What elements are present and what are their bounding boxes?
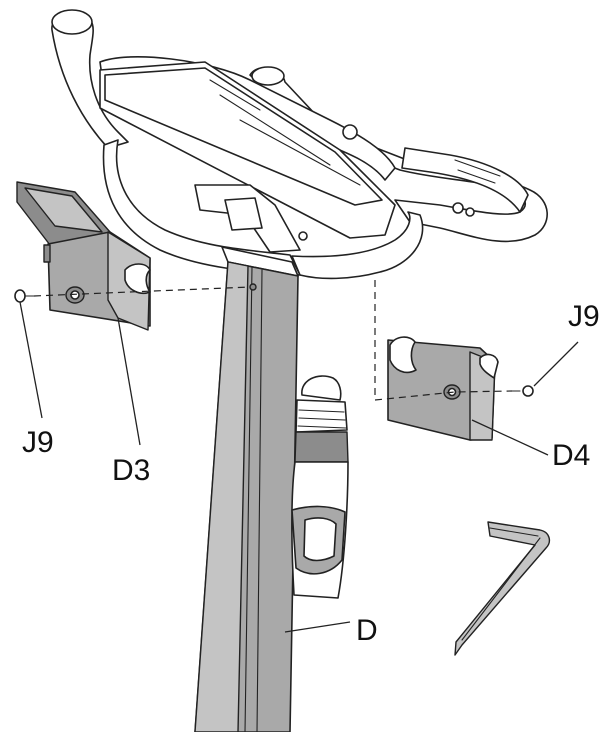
screw-right-j9 bbox=[511, 385, 534, 397]
cover-left-d3 bbox=[16, 181, 151, 331]
label-j9-right: J9 bbox=[568, 300, 600, 333]
upright-post bbox=[194, 246, 299, 732]
label-d4: D4 bbox=[552, 439, 590, 472]
screw-left-j9 bbox=[14, 289, 35, 303]
cover-right-d4 bbox=[387, 336, 499, 441]
label-d3: D3 bbox=[112, 454, 150, 487]
allen-key bbox=[454, 521, 551, 656]
leader-lines bbox=[19, 301, 579, 633]
label-j9-left: J9 bbox=[22, 426, 54, 459]
water-bottle bbox=[291, 375, 349, 599]
label-d: D bbox=[356, 614, 378, 647]
alignment-lines bbox=[33, 280, 513, 401]
handlebar-assembly bbox=[51, 9, 548, 280]
